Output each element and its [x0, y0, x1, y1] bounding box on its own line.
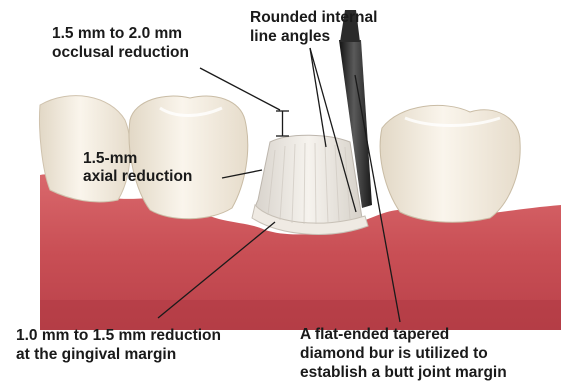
diamond-bur-label: A flat-ended tapered diamond bur is util… [300, 325, 507, 382]
diamond-bur-line-1: A flat-ended tapered [300, 325, 507, 344]
left-partial-tooth [39, 96, 130, 202]
axial-reduction-label: 1.5-mm axial reduction [83, 150, 192, 186]
rounded-internal-line-1: Rounded internal [250, 8, 377, 27]
occlusal-reduction-line-2: occlusal reduction [52, 43, 189, 62]
diamond-bur-line-2: diamond bur is utilized to [300, 344, 507, 363]
gingival-margin-reduction-label: 1.0 mm to 1.5 mm reduction at the gingiv… [16, 326, 221, 364]
axial-reduction-line-2: axial reduction [83, 168, 192, 186]
right-molar [380, 105, 520, 222]
rounded-internal-line-2: line angles [250, 27, 377, 46]
diamond-bur-line-3: establish a butt joint margin [300, 363, 507, 382]
occlusal-reduction-line-1: 1.5 mm to 2.0 mm [52, 24, 189, 43]
axial-reduction-line-1: 1.5-mm [83, 150, 192, 168]
rounded-internal-line-angles-label: Rounded internal line angles [250, 8, 377, 46]
occlusal-reduction-label: 1.5 mm to 2.0 mm occlusal reduction [52, 24, 189, 62]
gingival-reduction-line-2: at the gingival margin [16, 345, 221, 364]
gingival-reduction-line-1: 1.0 mm to 1.5 mm reduction [16, 326, 221, 345]
